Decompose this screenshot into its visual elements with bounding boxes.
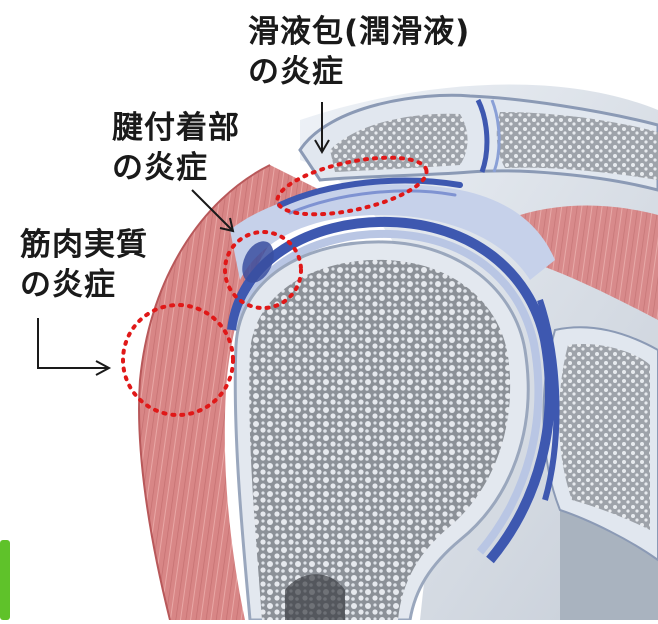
tendon-label-line1: 腱付着部 <box>112 108 240 148</box>
muscle-label-line2: の炎症 <box>20 265 148 305</box>
tendon-attachment-inflammation-label: 腱付着部 の炎症 <box>112 108 240 188</box>
bursa-label-line1: 滑液包(潤滑液) <box>248 12 470 52</box>
bursa-label-line2: の炎症 <box>248 52 470 92</box>
bursa-inflammation-label: 滑液包(潤滑液) の炎症 <box>248 12 470 92</box>
muscle-arrow <box>38 318 109 375</box>
tendon-label-line2: の炎症 <box>112 148 240 188</box>
muscle-label-line1: 筋肉実質 <box>20 225 148 265</box>
muscle-body-inflammation-label: 筋肉実質 の炎症 <box>20 225 148 305</box>
green-edge-tab <box>0 540 10 620</box>
